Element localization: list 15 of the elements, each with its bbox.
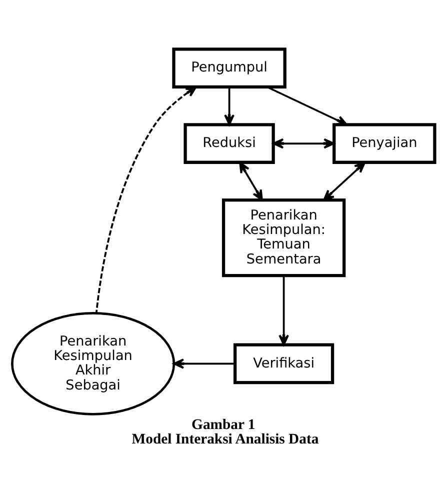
arrow: [278, 276, 289, 346]
arrow: [272, 138, 335, 149]
arrow: [224, 87, 234, 126]
arrow: [323, 162, 366, 201]
node-box: Penarikan Kesimpulan: Temuan Sementara: [222, 198, 346, 278]
node-box: Penyajian: [332, 123, 436, 164]
node-box: Pengumpul: [172, 48, 286, 88]
arrow: [172, 358, 235, 369]
node-box: Verifikasi: [234, 343, 334, 384]
caption: Gambar 1 Model Interaksi Analisis Data: [132, 416, 319, 448]
node-ellipse: Penarikan Kesimpulan Akhir Sebagai: [11, 312, 176, 416]
arrow: [239, 162, 263, 201]
arrow: [95, 86, 197, 314]
arrow: [266, 86, 348, 126]
node-box: Reduksi: [184, 123, 275, 164]
